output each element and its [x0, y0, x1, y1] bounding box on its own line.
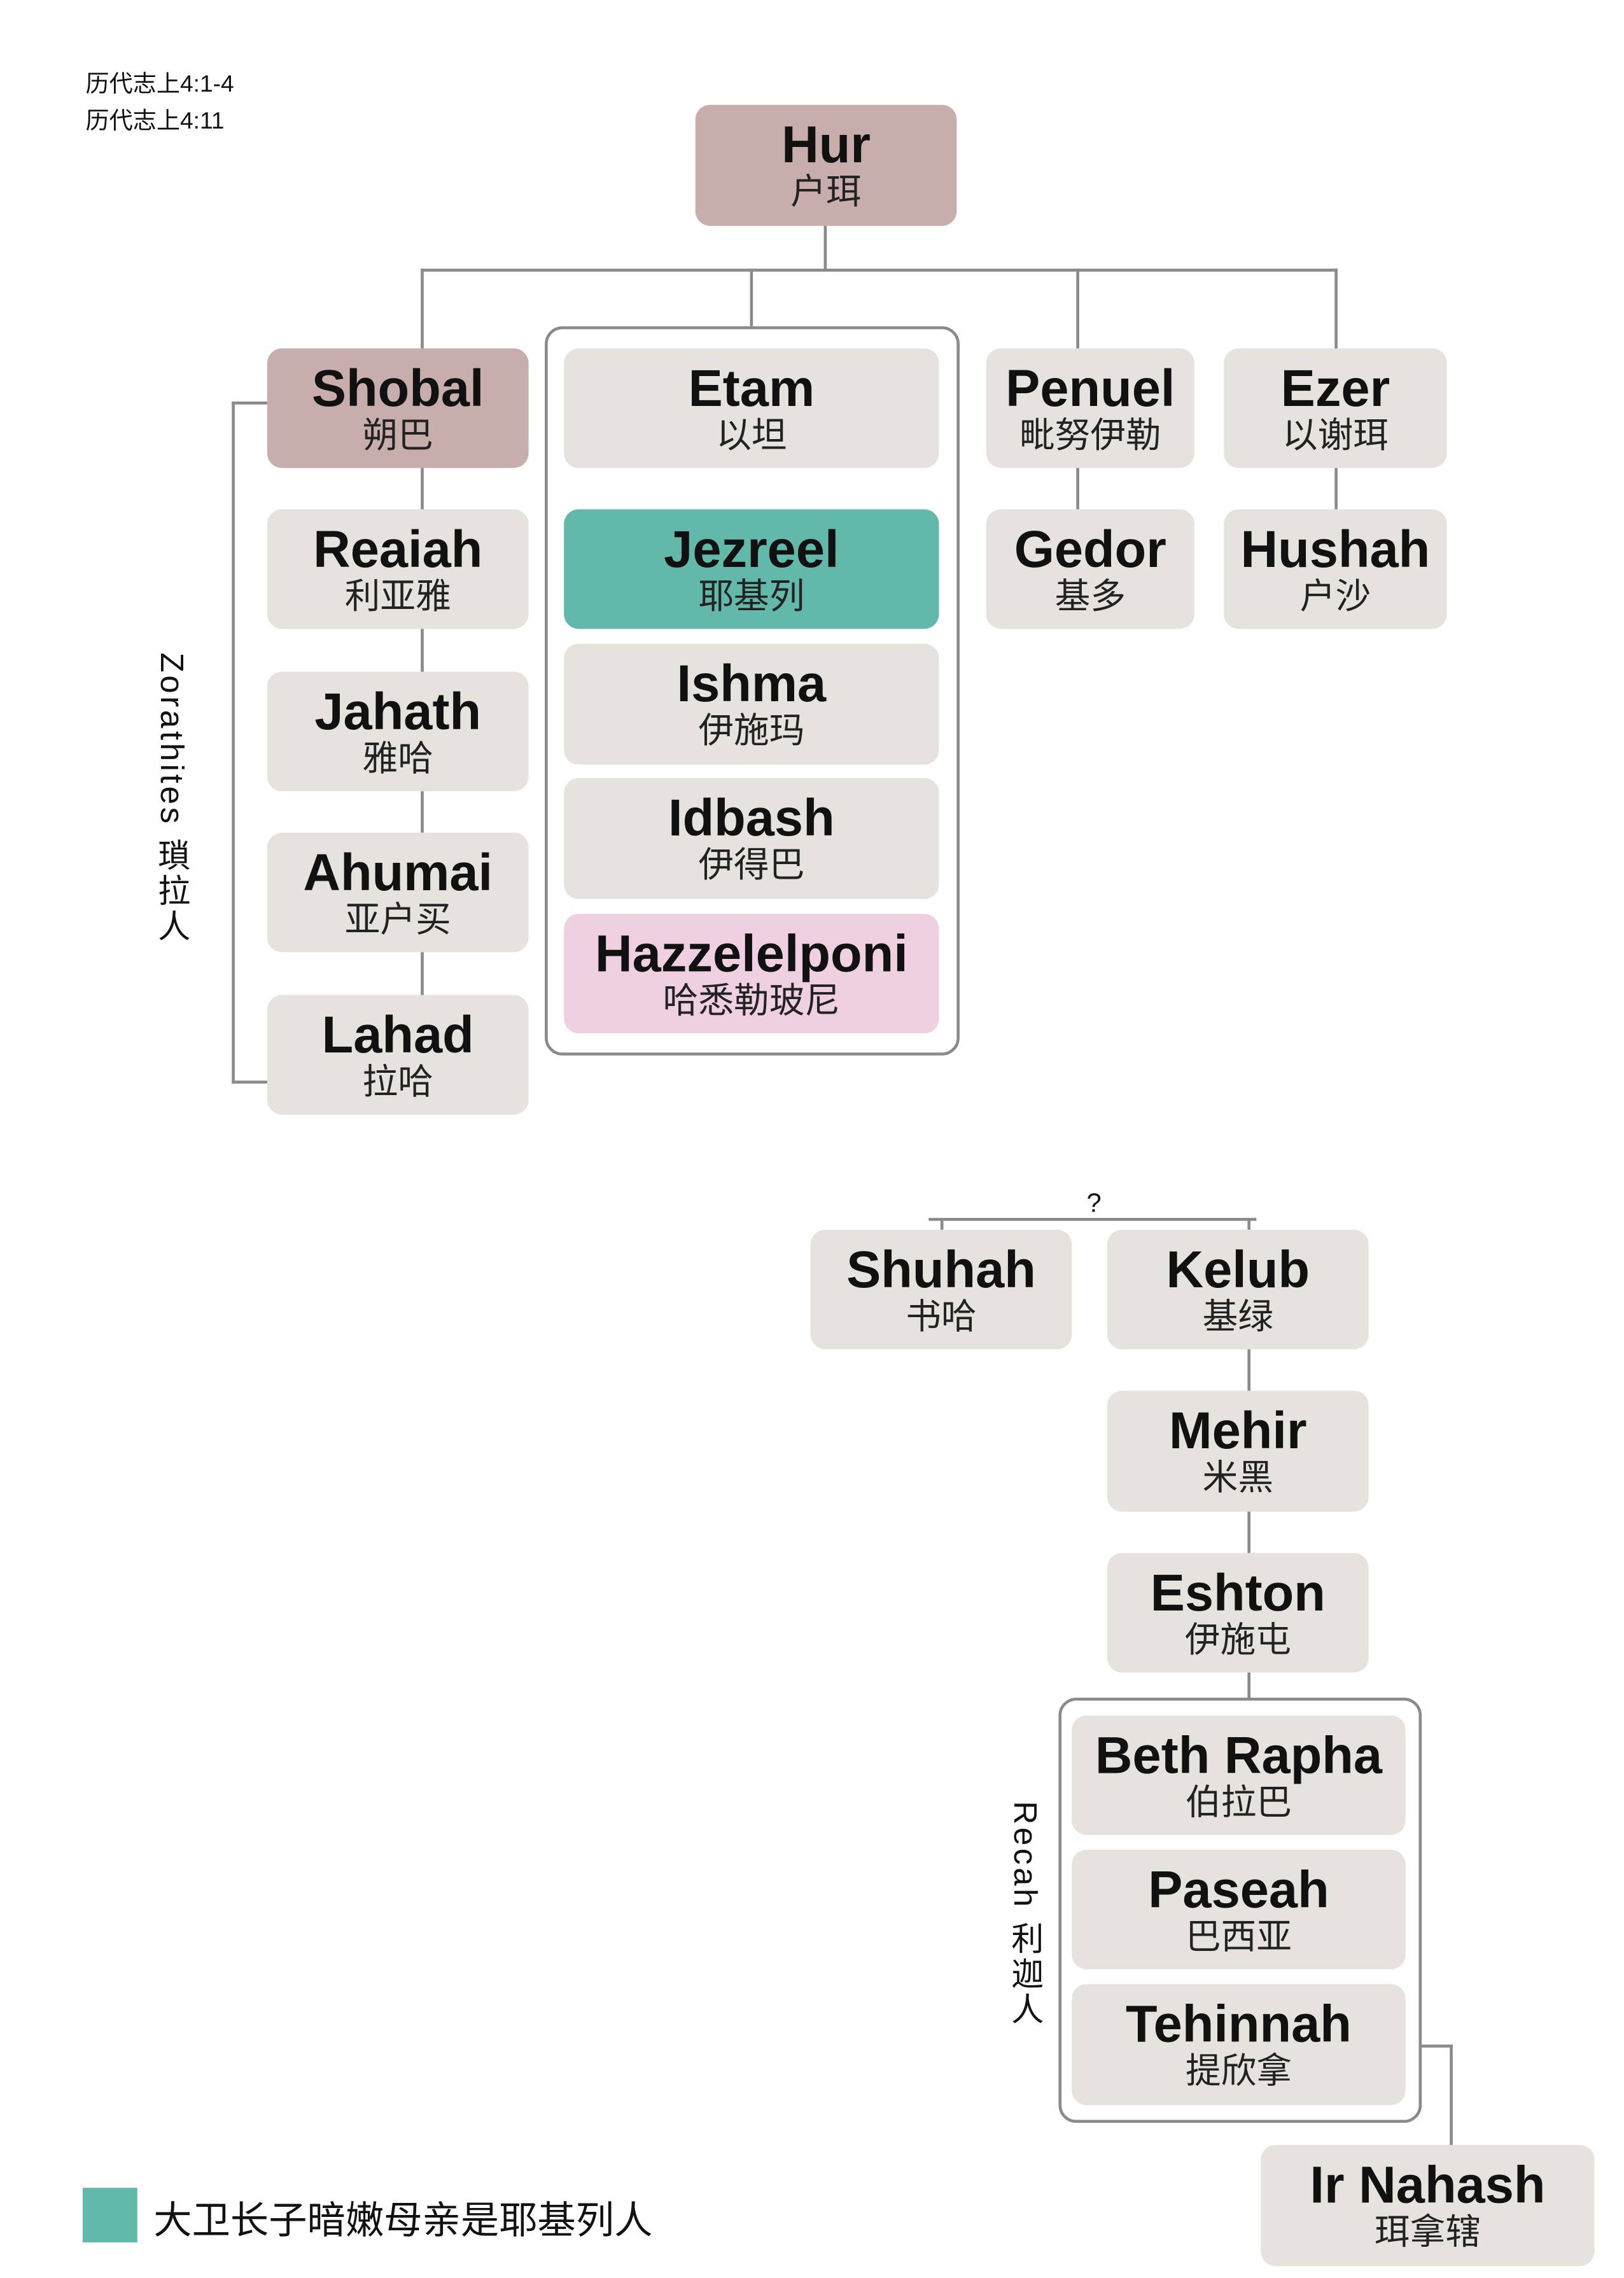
- name-en: Etam: [688, 359, 815, 417]
- name-zh: 户沙: [1299, 576, 1371, 617]
- recah-label: Recah 利迦人: [1007, 1801, 1044, 2029]
- connector: [928, 1218, 1257, 1221]
- reference-1: 历代志上4:1-4: [85, 72, 234, 98]
- connector: [1334, 443, 1338, 532]
- name-en: Shobal: [311, 359, 484, 417]
- connector: [940, 1218, 944, 1230]
- connector: [750, 269, 753, 326]
- connector: [421, 269, 1338, 272]
- connector: [1405, 2044, 1453, 2048]
- name-en: Ir Nahash: [1310, 2156, 1546, 2214]
- reference-2: 历代志上4:11: [85, 109, 225, 135]
- uncertain-marker: ?: [1086, 1188, 1102, 1218]
- name-en: Idbash: [668, 790, 835, 848]
- connector: [1247, 1329, 1251, 1698]
- legend-swatch: [82, 2188, 137, 2243]
- name-zh: 拉哈: [362, 1062, 433, 1102]
- etam-group: [545, 326, 960, 1056]
- name-en: Jezreel: [664, 520, 839, 578]
- name-zh: 朔巴: [362, 416, 433, 456]
- name-en: Gedor: [1014, 520, 1166, 578]
- name-en: Paseah: [1148, 1861, 1329, 1918]
- name-zh: 基多: [1054, 576, 1126, 617]
- bracket: [232, 402, 267, 405]
- name-en: Jahath: [314, 683, 482, 741]
- name-zh: 亚户买: [344, 900, 451, 940]
- name-en: Beth Rapha: [1095, 1726, 1383, 1784]
- name-en: Shuhah: [846, 1240, 1036, 1299]
- name-en: Hazzelelponi: [594, 925, 908, 982]
- connector: [823, 225, 827, 272]
- name-zh: 以坦: [716, 416, 787, 456]
- name-zh: 伊施屯: [1184, 1620, 1291, 1660]
- connector: [1450, 2044, 1453, 2145]
- name-zh: 毗努伊勒: [1019, 416, 1161, 456]
- name-zh: 米黑: [1202, 1458, 1273, 1499]
- connector: [1334, 269, 1338, 349]
- name-zh: 基绿: [1202, 1297, 1273, 1337]
- name-en: Eshton: [1150, 1564, 1326, 1622]
- bracket: [232, 403, 235, 1084]
- name-en: Penuel: [1005, 359, 1175, 417]
- name-en: Tehinnah: [1126, 1995, 1352, 2054]
- name-zh: 雅哈: [362, 739, 433, 779]
- name-zh: 书哈: [906, 1297, 977, 1337]
- name-zh: 伯拉巴: [1185, 1782, 1292, 1823]
- name-en: Kelub: [1166, 1240, 1310, 1299]
- name-zh: 以谢珥: [1282, 416, 1389, 456]
- name-zh: 珥拿辖: [1374, 2212, 1481, 2253]
- name-en: Hushah: [1240, 520, 1431, 578]
- connector: [1247, 1218, 1251, 1230]
- connector: [421, 269, 424, 349]
- name-zh: 提欣拿: [1185, 2051, 1292, 2092]
- name-en: Mehir: [1169, 1402, 1307, 1460]
- bracket: [232, 1080, 267, 1084]
- name-zh: 伊得巴: [698, 846, 805, 886]
- name-zh: 巴西亚: [1185, 1917, 1292, 1957]
- name-en: Reaiah: [313, 520, 483, 578]
- name-en: Ahumai: [303, 843, 493, 902]
- name-zh: 哈悉勒玻尼: [662, 981, 841, 1021]
- name-zh: 户珥: [790, 172, 862, 213]
- name-zh: 利亚雅: [344, 576, 451, 617]
- legend-text: 大卫长子暗嫩母亲是耶基列人: [153, 2198, 653, 2243]
- name-zh: 耶基列: [698, 576, 805, 617]
- name-en: Ishma: [676, 655, 827, 713]
- name-en: Ezer: [1280, 359, 1390, 417]
- name-en: Lahad: [321, 1006, 474, 1064]
- name-zh: 伊施玛: [698, 711, 805, 751]
- name-en: Hur: [781, 116, 871, 174]
- connector: [1076, 443, 1079, 532]
- zorathites-label: Zorathites 瑣拉人: [153, 652, 191, 945]
- connector: [1076, 269, 1079, 349]
